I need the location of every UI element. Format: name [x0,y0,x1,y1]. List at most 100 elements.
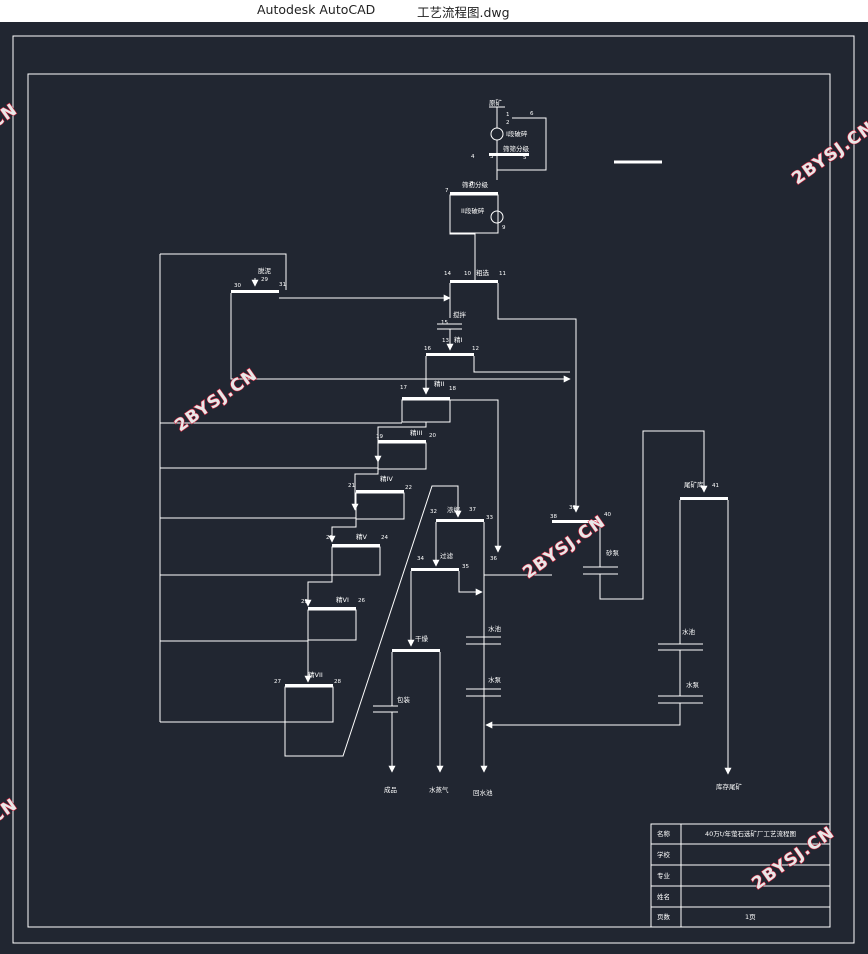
tb-label-2: 专业 [657,871,671,880]
title-block: 名称 40万t/年萤石选矿厂工艺流程图 学校 专业 姓名 页数 1页 [650,823,831,928]
concentrate-line [284,485,462,757]
stream-37: 37 [469,507,476,513]
app-name: Autodesk AutoCAD [257,2,376,17]
desl-tail [230,293,571,383]
cleaner4-down [328,519,357,543]
to-tail-dam [599,430,708,600]
desl-label: 脱泥 [258,266,272,275]
stream-16: 16 [424,346,431,352]
cleaner3-down [351,469,379,511]
stream-34: 34 [417,556,424,562]
watermark-1: 2BYSJ.CN [171,365,261,436]
stream-8: 8 [470,181,474,187]
stream-13: 13 [442,338,449,344]
stream-14: 14 [444,271,451,277]
cleaner7-box [284,686,334,723]
watermark-5: 2BYSJ.CN [0,100,21,171]
stream-12: 12 [472,346,479,352]
title-block-frame [650,823,831,928]
stream-9: 9 [502,225,506,231]
cleaner1-bar [426,353,474,356]
cleaner1-tail [473,356,570,373]
stream-20: 20 [429,433,436,439]
package-label: 包装 [397,695,411,704]
drawing-canvas[interactable]: 原矿 I段破碎 筛筛分级 筛初分级 II段破碎 粗选 脱泥 搅拌 精I 精II … [0,22,868,954]
cleaner7-bar [285,684,333,687]
tb-label-4: 页数 [657,912,671,921]
dry-bar [392,649,440,652]
tail-dam-bar [680,497,728,500]
stream-39: 39 [569,505,576,511]
product-label: 成品 [384,785,397,794]
screen1-bar [489,153,529,156]
filter-label: 过滤 [440,551,454,560]
stream-5: 5 [523,155,527,161]
stream-6: 6 [530,111,534,117]
sand-bar [552,520,600,523]
stream-21: 21 [348,483,355,489]
stream-31: 31 [279,282,286,288]
window-title-bar: Autodesk AutoCAD 工艺流程图.dwg [0,0,868,23]
tb-label-1: 学校 [657,850,671,859]
rougher-label: 粗选 [476,268,490,277]
crusher2-out [449,233,476,282]
stream-19: 19 [376,434,383,440]
tb-value-4: 1页 [745,913,756,921]
stream-29: 29 [261,277,268,283]
stream-32: 32 [430,509,437,515]
water-return-label: 回水池 [473,788,493,797]
stream-15: 15 [441,320,448,326]
cleaner6-box [307,609,357,641]
vapor-label: 水蒸气 [429,785,449,794]
screen2-bar [450,192,498,195]
dry-label: 干燥 [415,634,429,643]
filter-bar [411,568,459,571]
stream-numbers: 1 2 3 4 5 6 7 8 9 10 11 12 13 14 15 16 1… [234,111,719,685]
stream-2: 2 [506,120,510,126]
stream-24: 24 [381,535,388,541]
cleaner7-label: 精VII [308,670,323,679]
desl-bar [231,290,279,293]
stream-25: 25 [301,599,308,605]
cleaner4-bar [356,490,404,493]
cleaner5-label: 精V [356,532,368,541]
tailing-out-label: 库存尾矿 [716,782,743,791]
thicken-label: 浓缩 [447,505,461,514]
stream-10: 10 [464,271,471,277]
sand-label: 砂泵 [606,548,620,557]
stream-18: 18 [449,386,456,392]
crusher1-symbol [490,127,504,141]
cleaner4-box [355,492,405,520]
recycle-pool-label: 水池 [488,624,502,633]
stream-38: 38 [550,514,557,520]
rougher-tail [497,283,580,513]
screen2-label: 筛初分级 [462,180,489,189]
stream-11: 11 [499,271,506,277]
raw-ore-label: 原矿 [489,98,503,107]
water-back [485,703,681,729]
file-name: 工艺流程图.dwg [417,5,510,20]
cleaner5-bar [332,544,380,547]
stream-23: 23 [326,535,333,541]
stream-1: 1 [506,112,510,118]
rougher-bar [450,280,498,283]
inner-frame [27,73,831,928]
cleaner2-label: 精II [434,379,444,388]
flow-diagram[interactable]: 原矿 I段破碎 筛筛分级 筛初分级 II段破碎 粗选 脱泥 搅拌 精I 精II … [0,22,868,954]
stream-7: 7 [445,188,449,194]
filtrate [458,571,483,596]
cleaner3-box [377,442,427,470]
tail-dam-label: 尾矿库 [684,480,704,489]
middling-line [450,399,502,553]
stream-28: 28 [334,679,341,685]
stream-17: 17 [400,385,407,391]
cleaner5-down [304,575,333,607]
cleaner3-bar [378,440,426,443]
crusher2-symbol [490,210,504,224]
crusher2-box [449,194,499,234]
stream-41: 41 [712,483,719,489]
cleaner2-box [401,399,451,423]
tb-label-0: 名称 [657,829,671,838]
thicken-bar [436,519,484,522]
crush2-label: II段破碎 [461,206,485,215]
